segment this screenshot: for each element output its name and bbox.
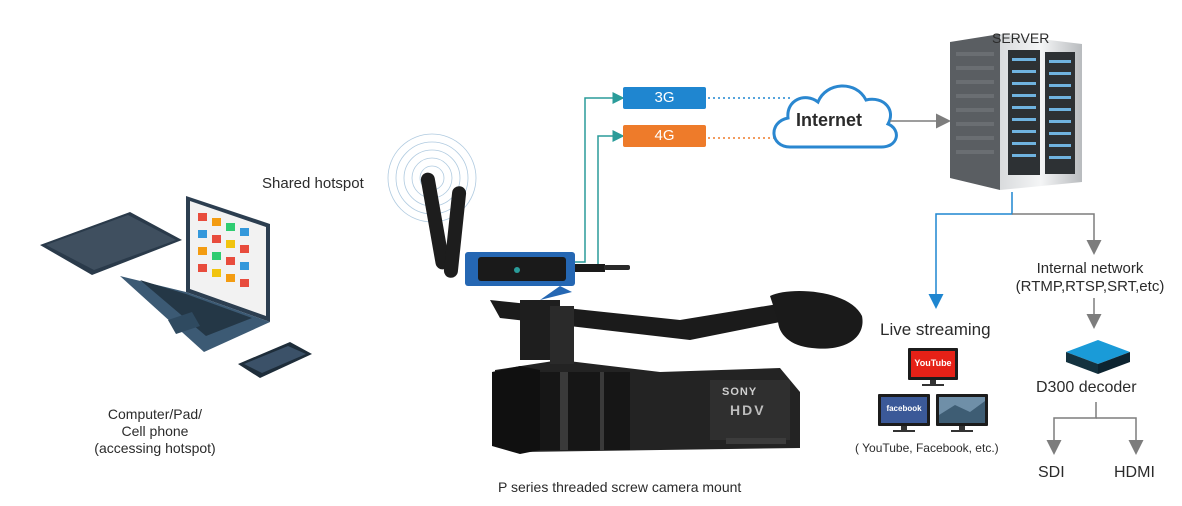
camera-caption: P series threaded screw camera mount — [498, 479, 742, 495]
shared-hotspot-label: Shared hotspot — [262, 175, 364, 192]
4g-network-box: 4G — [623, 125, 706, 147]
encoder-device-icon — [465, 252, 630, 300]
phone-icon — [238, 342, 312, 378]
3g-network-box: 3G — [623, 87, 706, 109]
tablet-icon — [40, 212, 182, 275]
hdmi-label: HDMI — [1114, 464, 1155, 481]
client-line-1: Computer/Pad/ — [107, 406, 203, 422]
antennas-icon — [420, 172, 467, 278]
server-to-internal-network-arrow — [1012, 213, 1102, 255]
encoder-to-3g-line — [560, 92, 625, 263]
internal-network-label: Internal network (RTMP,RTSP,SRT,etc) — [1000, 260, 1180, 296]
protocols-label: (RTMP,RTSP,SRT,etc) — [1015, 278, 1165, 295]
decoder-to-hdmi-line — [1096, 417, 1144, 455]
laptop-icon — [120, 196, 270, 352]
client-line-2: Cell phone — [121, 423, 189, 439]
client-devices-label: Computer/Pad/ Cell phone (accessing hots… — [60, 406, 250, 457]
server-rack-icon — [950, 34, 1082, 190]
platforms-label: ( YouTube, Facebook, etc.) — [855, 441, 999, 455]
youtube-logo: YouTube — [914, 358, 952, 368]
d300-decoder-icon — [1066, 340, 1130, 374]
sdi-label: SDI — [1038, 464, 1065, 481]
facebook-logo: facebook — [886, 404, 922, 413]
4g-label: 4G — [654, 127, 675, 144]
camera-brand: SONY — [722, 386, 758, 398]
3g-label: 3G — [654, 89, 675, 106]
decoder-outputs-line — [1046, 402, 1097, 455]
server-to-live-streaming-arrow — [928, 192, 1013, 309]
internet-label: Internet — [796, 110, 863, 130]
client-line-3: (accessing hotspot) — [94, 440, 216, 456]
server-label: SERVER — [992, 30, 1050, 46]
encoder-to-4g-line — [560, 130, 625, 271]
internal-network-title: Internal network — [1036, 260, 1144, 277]
camcorder-icon — [490, 290, 863, 454]
camera-model: HDV — [730, 402, 766, 418]
video-monitor-icon — [936, 394, 988, 432]
d300-decoder-label: D300 decoder — [1036, 379, 1137, 396]
internet-cloud-icon — [772, 84, 898, 149]
live-streaming-label: Live streaming — [880, 320, 991, 339]
facebook-monitor-icon — [878, 394, 930, 432]
youtube-monitor-icon — [908, 348, 958, 386]
